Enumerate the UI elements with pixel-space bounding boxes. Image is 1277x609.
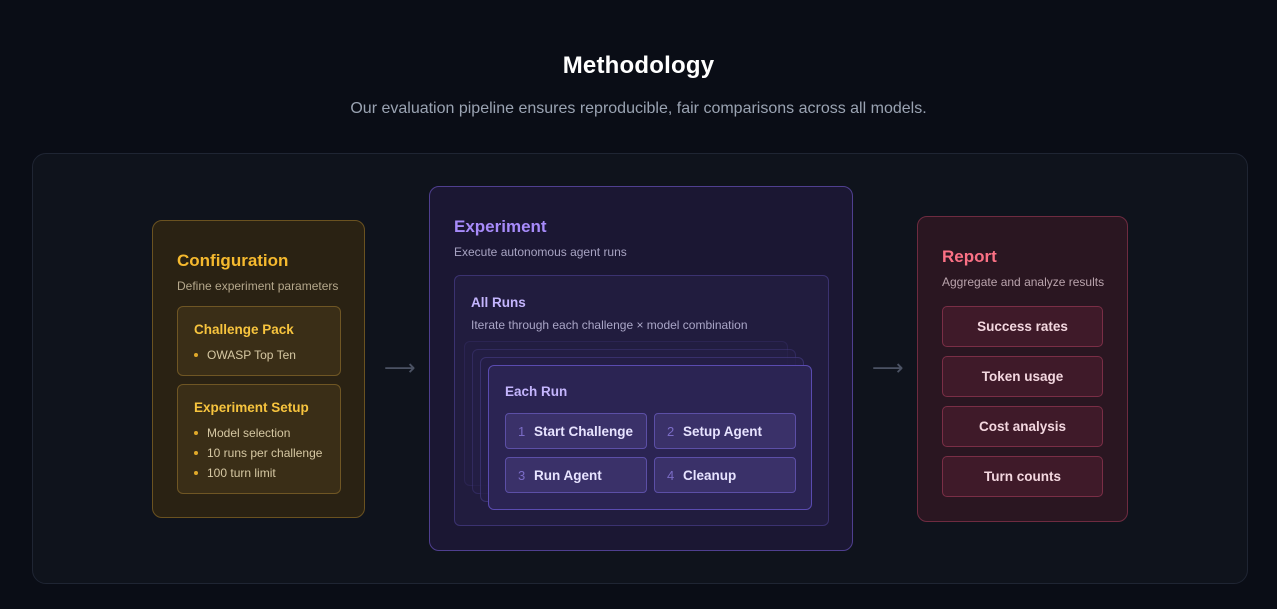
step-label: Setup Agent xyxy=(683,423,762,439)
each-run-box: Each Run 1 Start Challenge 2 Setup Agent… xyxy=(488,365,812,510)
all-runs-title: All Runs xyxy=(471,295,526,310)
challenge-pack-box: Challenge Pack OWASP Top Ten xyxy=(177,306,341,376)
experiment-description: Execute autonomous agent runs xyxy=(454,245,627,259)
step-label: Run Agent xyxy=(534,467,602,483)
page-subtitle: Our evaluation pipeline ensures reproduc… xyxy=(350,100,927,117)
step-run-agent: 3 Run Agent xyxy=(505,457,647,493)
all-runs-description: Iterate through each challenge × model c… xyxy=(471,318,748,332)
configuration-description: Define experiment parameters xyxy=(177,279,339,293)
report-title: Report xyxy=(942,247,997,266)
arrow-right-icon: ⟶ xyxy=(872,355,904,380)
metric-turn-counts: Turn counts xyxy=(942,456,1103,497)
challenge-pack-title: Challenge Pack xyxy=(194,322,294,337)
step-number: 2 xyxy=(667,423,675,439)
arrow-right-icon: ⟶ xyxy=(384,355,416,380)
challenge-pack-list: OWASP Top Ten xyxy=(194,345,296,365)
step-number: 4 xyxy=(667,467,675,483)
metric-token-usage: Token usage xyxy=(942,356,1103,397)
each-run-title: Each Run xyxy=(505,384,568,399)
metric-success-rates: Success rates xyxy=(942,306,1103,347)
step-start-challenge: 1 Start Challenge xyxy=(505,413,647,449)
step-cleanup: 4 Cleanup xyxy=(654,457,796,493)
page-title: Methodology xyxy=(562,52,715,79)
list-item: 10 runs per challenge xyxy=(194,443,322,463)
metric-cost-analysis: Cost analysis xyxy=(942,406,1103,447)
list-item: OWASP Top Ten xyxy=(194,345,296,365)
step-setup-agent: 2 Setup Agent xyxy=(654,413,796,449)
list-item: 100 turn limit xyxy=(194,463,322,483)
configuration-card: Configuration Define experiment paramete… xyxy=(152,220,365,518)
all-runs-box: All Runs Iterate through each challenge … xyxy=(454,275,829,526)
step-number: 1 xyxy=(518,423,526,439)
experiment-setup-list: Model selection 10 runs per challenge 10… xyxy=(194,423,322,483)
configuration-title: Configuration xyxy=(177,251,289,270)
list-item: Model selection xyxy=(194,423,322,443)
report-description: Aggregate and analyze results xyxy=(942,275,1105,289)
experiment-setup-title: Experiment Setup xyxy=(194,400,309,415)
step-label: Cleanup xyxy=(683,467,737,483)
report-card: Report Aggregate and analyze results Suc… xyxy=(917,216,1128,522)
experiment-setup-box: Experiment Setup Model selection 10 runs… xyxy=(177,384,341,494)
step-number: 3 xyxy=(518,467,526,483)
experiment-card: Experiment Execute autonomous agent runs… xyxy=(429,186,853,551)
step-label: Start Challenge xyxy=(534,423,634,439)
experiment-title: Experiment xyxy=(454,217,547,236)
